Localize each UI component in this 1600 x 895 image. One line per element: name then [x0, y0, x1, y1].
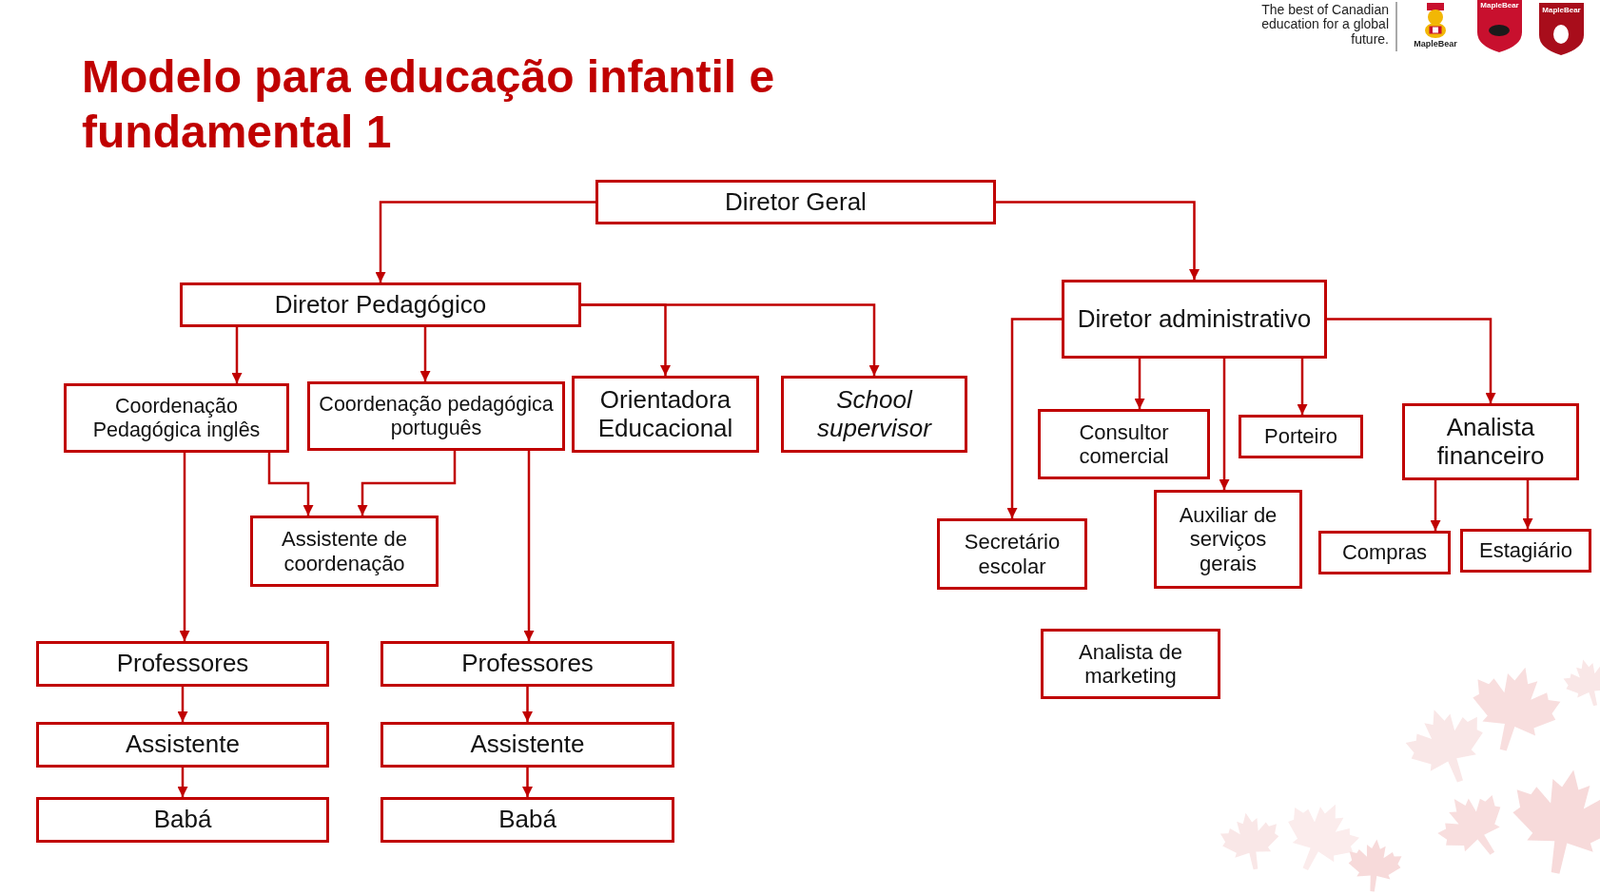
- box-label: Professores: [461, 649, 594, 679]
- bear-silhouette: [1488, 24, 1510, 37]
- box-label: Assistente: [470, 730, 586, 760]
- org-box: Analista de marketing: [1040, 628, 1221, 700]
- connector-arrow: [424, 327, 428, 382]
- org-box: Coordenação Pedagógica inglês: [63, 383, 290, 453]
- org-box: Consultor comercial: [1037, 409, 1210, 480]
- box-label: School supervisor: [789, 386, 959, 444]
- org-box: Porteiro: [1238, 414, 1364, 459]
- box-label: Consultor comercial: [1046, 420, 1202, 469]
- connector-arrow: [183, 452, 187, 642]
- logo-text: MapleBear: [1539, 6, 1584, 16]
- org-box: Coordenação pedagógica português: [307, 381, 566, 451]
- maple-leaf: [1426, 780, 1520, 873]
- box-label: Diretor administrativo: [1077, 305, 1312, 334]
- box-label: Diretor Geral: [724, 188, 867, 217]
- connector-arrow: [362, 450, 455, 516]
- logo-text: MapleBear: [1477, 1, 1522, 11]
- maple-leaf: [1503, 760, 1600, 882]
- org-box: Orientadora Educacional: [571, 375, 760, 453]
- tagline-text: The best of Canadian education for a glo…: [1255, 2, 1389, 47]
- box-label: Professores: [117, 649, 250, 679]
- box-label: Auxiliar de serviços gerais: [1162, 503, 1294, 576]
- org-box: Professores: [380, 641, 675, 687]
- logo-divider: [1396, 1, 1398, 52]
- org-box: School supervisor: [780, 375, 968, 453]
- org-box: Professores: [36, 641, 330, 687]
- org-box: Diretor Geral: [595, 179, 996, 225]
- maple-leaves: [1217, 653, 1600, 895]
- canada-flag: [1429, 26, 1442, 34]
- org-box: Babá: [380, 797, 675, 843]
- bear-logo: [1424, 2, 1446, 39]
- connector-arrow: [526, 767, 529, 798]
- shield-logo: [1477, 0, 1522, 53]
- org-box: Assistente: [36, 721, 330, 768]
- figure-silhouette: [1553, 24, 1569, 44]
- connector-arrow: [1223, 358, 1227, 490]
- org-box: Babá: [36, 797, 330, 843]
- box-label: Orientadora Educacional: [580, 386, 751, 444]
- box-label: Coordenação Pedagógica inglês: [72, 394, 281, 442]
- maple-leaf: [1272, 789, 1368, 885]
- box-label: Compras: [1342, 540, 1427, 565]
- connector-arrow: [1326, 319, 1491, 405]
- connector-arrow: [380, 202, 596, 284]
- connector-arrow: [995, 202, 1195, 281]
- maple-leaf: [1217, 808, 1285, 876]
- connector-arrow: [1138, 358, 1142, 410]
- org-box: Secretário escolar: [936, 518, 1088, 590]
- box-label: Babá: [154, 805, 213, 835]
- connector-arrow: [235, 327, 239, 384]
- canada-flag-band: [1438, 26, 1442, 34]
- box-label: Secretário escolar: [945, 529, 1079, 579]
- org-box: Estagiário: [1460, 528, 1592, 573]
- box-label: Babá: [498, 805, 557, 835]
- box-label: Analista de marketing: [1049, 640, 1212, 689]
- maple-leaf: [1346, 837, 1404, 895]
- maple-leaf: [1462, 656, 1567, 761]
- box-label: Analista financeiro: [1410, 413, 1571, 471]
- org-box: Assistente: [380, 721, 675, 768]
- connector-arrow: [269, 452, 309, 516]
- box-label: Assistente de coordenação: [258, 526, 430, 576]
- connector-arrow: [1434, 480, 1438, 531]
- maple-leaf: [1560, 653, 1600, 712]
- box-label: Diretor Pedagógico: [274, 291, 488, 320]
- connector-arrow: [181, 686, 185, 722]
- bear-head: [1427, 9, 1444, 25]
- shield: [1477, 0, 1522, 53]
- connector-arrow: [581, 305, 875, 377]
- canada-flag-band: [1429, 26, 1433, 34]
- org-box: Analista financeiro: [1402, 403, 1580, 481]
- org-box: Auxiliar de serviços gerais: [1153, 489, 1303, 589]
- org-box: Diretor administrativo: [1061, 279, 1327, 359]
- connector-arrow: [526, 686, 529, 722]
- logo-text: MapleBear: [1406, 39, 1464, 50]
- org-box: Assistente de coordenação: [250, 515, 439, 587]
- connector-arrow: [527, 450, 531, 642]
- box-label: Estagiário: [1479, 538, 1573, 563]
- chart-title: Modelo para educação infantil e fundamen…: [81, 49, 967, 160]
- shield: [1539, 2, 1584, 56]
- maple-leaf: [1398, 697, 1497, 796]
- org-box: Compras: [1318, 530, 1451, 575]
- bear-hat: [1426, 2, 1444, 11]
- connector-arrow: [181, 767, 185, 798]
- shield-logo: [1539, 2, 1584, 56]
- box-label: Coordenação pedagógica português: [315, 392, 557, 440]
- box-label: Porteiro: [1264, 424, 1338, 449]
- connector-arrow: [1301, 358, 1305, 415]
- bear-body: [1424, 22, 1446, 39]
- org-box: Diretor Pedagógico: [179, 282, 582, 328]
- box-label: Assistente: [125, 730, 240, 760]
- connector-arrow: [1526, 480, 1530, 529]
- connector-arrow: [581, 305, 666, 377]
